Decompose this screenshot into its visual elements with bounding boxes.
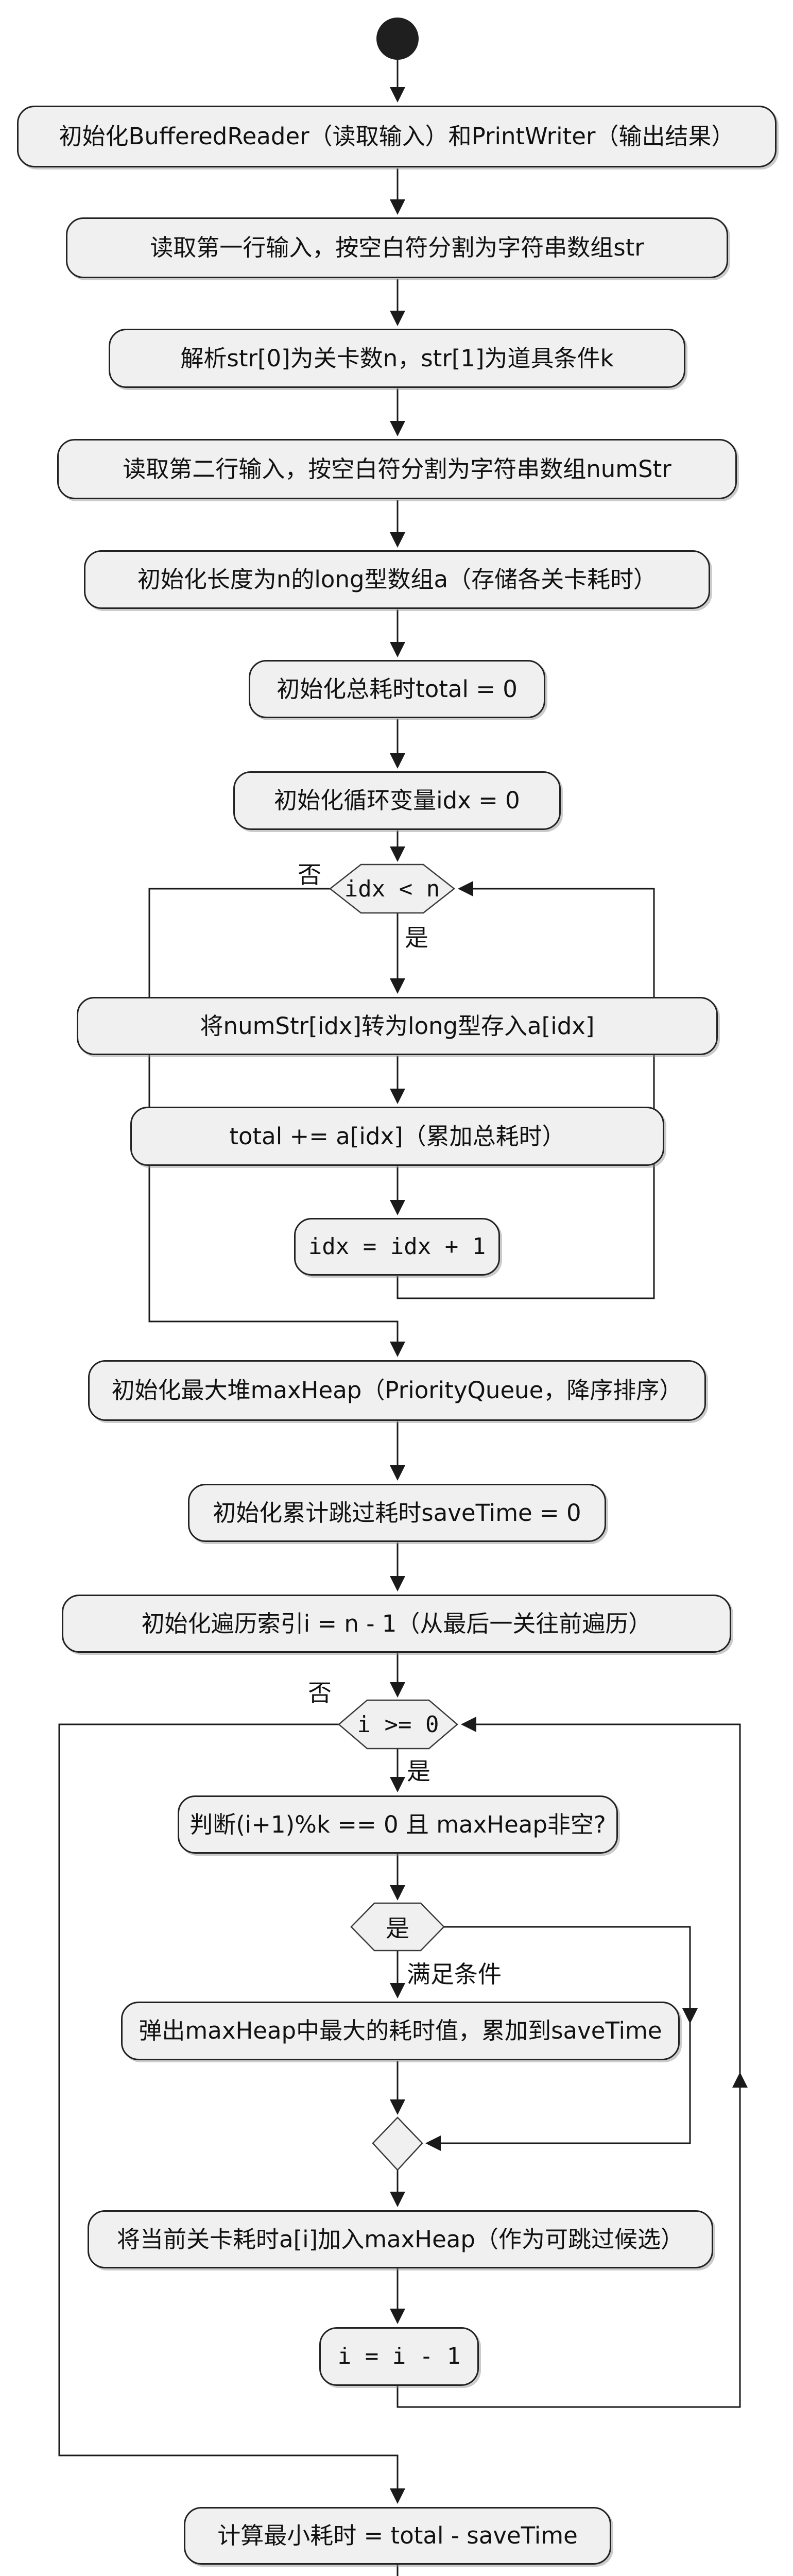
activity-accumulate-total: total += a[idx]（累加总耗时） [130,1107,664,1166]
if-condition-label: 是 [386,1914,409,1942]
edges [58,60,748,2576]
branch-label-condition-met: 满足条件 [407,1960,502,1988]
activity-parse-n-k: 解析str[0]为关卡数n，str[1]为道具条件k [109,329,685,388]
activity-init-reader-writer: 初始化BufferedReader（读取输入）和PrintWriter（输出结果… [17,106,777,167]
edge-h2-no-a18 [58,1723,405,2504]
activity-read-second-line: 读取第二行输入，按空白符分割为字符串数组numStr [57,439,737,499]
activity-init-i: 初始化遍历索引i = n - 1（从最后一关往前遍历） [62,1595,731,1653]
edge-a17-loopback-h2 [461,1717,741,2077]
branch-label-no-2: 否 [308,1679,332,1707]
loop-hexagon-i [338,1699,458,1750]
activity-parse-numstr: 将numStr[idx]转为long型存入a[idx] [77,997,718,1055]
if-hexagon [350,1902,445,1952]
branch-label-yes-2: 是 [407,1757,430,1785]
activity-increment-idx: idx = idx + 1 [294,1218,500,1276]
activity-compute-min: 计算最小耗时 = total - saveTime [184,2507,611,2565]
edge-h1-no-a11 [148,888,405,1357]
activity-init-array: 初始化长度为n的long型数组a（存储各关卡耗时） [84,550,710,609]
activity-init-savetime: 初始化累计跳过耗时saveTime = 0 [188,1484,606,1542]
merge-diamond [372,2116,423,2171]
activity-init-total: 初始化总耗时total = 0 [249,660,545,718]
edge-a10-loopback-h1 [396,881,655,1299]
activity-read-first-line: 读取第一行输入，按空白符分割为字符串数组str [66,217,728,278]
branch-label-yes-1: 是 [405,924,428,952]
activity-pop-maxheap: 弹出maxHeap中最大的耗时值，累加到saveTime [121,2002,680,2060]
activity-init-maxheap: 初始化最大堆maxHeap（PriorityQueue，降序排序） [88,1360,706,1421]
loop-hexagon-idx [329,863,456,914]
edge-a17-loopback-up [396,2072,748,2408]
start-node [376,18,419,60]
edge-h3-bypass-down [444,1926,698,2024]
activity-add-to-maxheap: 将当前关卡耗时a[i]加入maxHeap（作为可跳过候选） [88,2210,713,2268]
loop-condition-idx-label: idx < n [344,875,440,902]
branch-label-no-1: 否 [298,861,321,889]
edge-h3-bypass-merge [425,2019,691,2151]
activity-check-condition: 判断(i+1)%k == 0 且 maxHeap非空? [178,1795,618,1854]
activity-init-idx: 初始化循环变量idx = 0 [233,771,561,830]
loop-condition-i-label: i >= 0 [357,1711,439,1738]
activity-decrement-i: i = i - 1 [319,2327,479,2386]
